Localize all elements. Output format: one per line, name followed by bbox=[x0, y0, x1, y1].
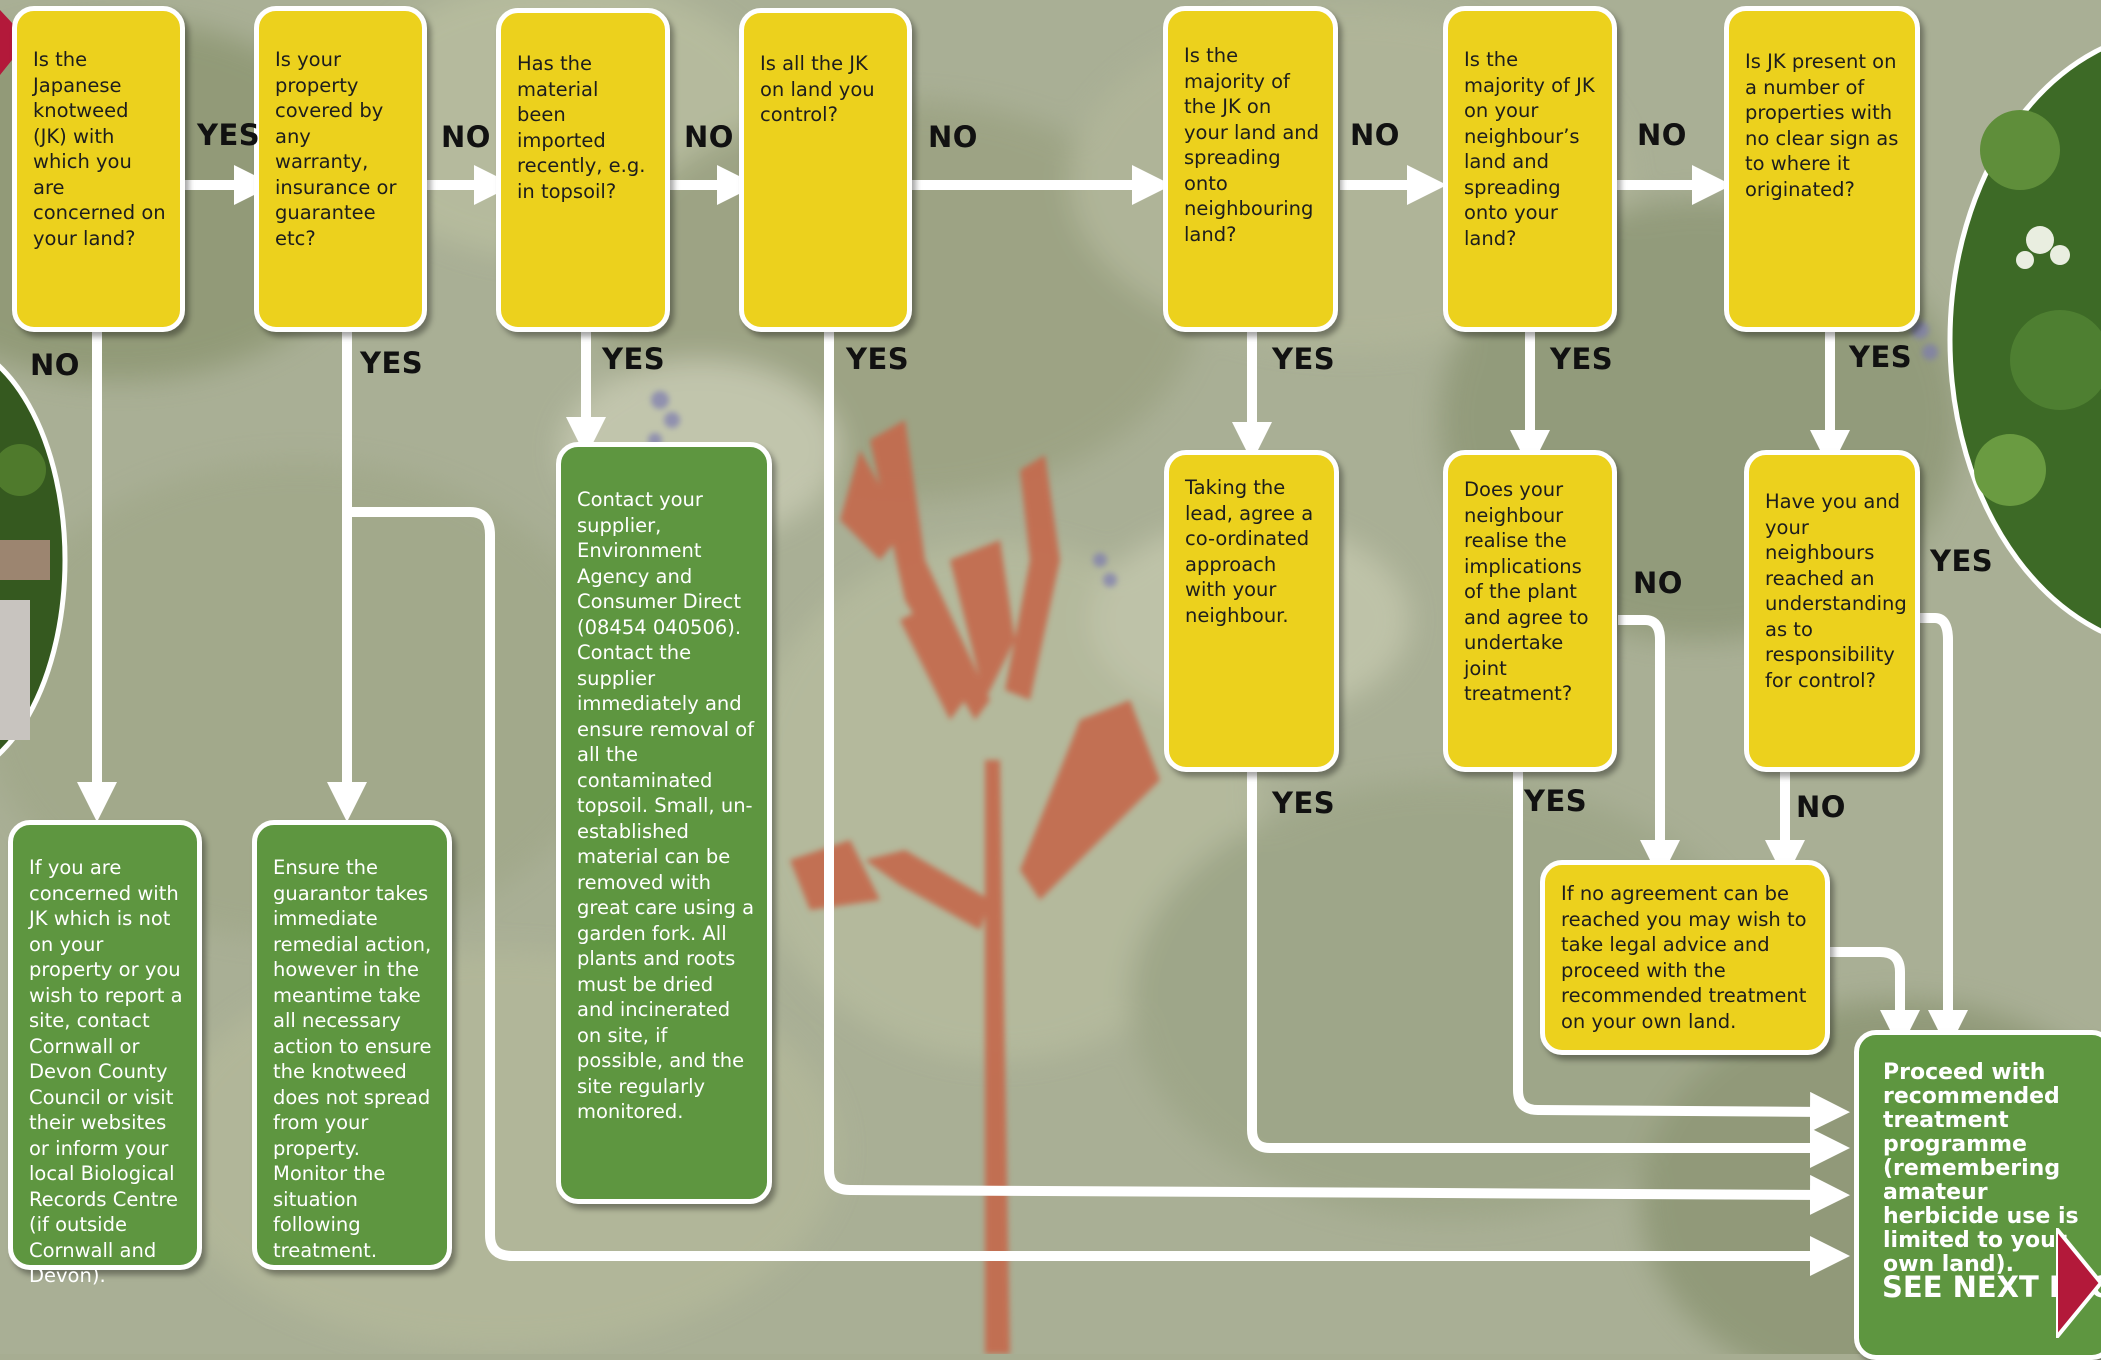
action-legal-advice: If no agreement can be reached you may w… bbox=[1540, 860, 1830, 1055]
action-guarantor-remedial: Ensure the guarantor takes immediate rem… bbox=[252, 820, 452, 1270]
question-text: Is all the JK on land you control? bbox=[760, 52, 875, 126]
action-text: If you are concerned with JK which is no… bbox=[29, 856, 183, 1287]
question-text: Does your neighbour realise the implicat… bbox=[1464, 478, 1589, 705]
label-no-q6: NO bbox=[1637, 118, 1687, 152]
question-text: Have you and your neighbours reached an … bbox=[1765, 490, 1907, 692]
question-understanding-responsibility: Have you and your neighbours reached an … bbox=[1744, 450, 1920, 772]
action-text: If no agreement can be reached you may w… bbox=[1561, 882, 1807, 1033]
label-yes-q3: YES bbox=[602, 342, 666, 376]
label-yes-q10: YES bbox=[1930, 544, 1994, 578]
question-text: Is the Japanese knotweed (JK) with which… bbox=[33, 48, 166, 250]
label-yes-q7: YES bbox=[1849, 340, 1913, 374]
next-page-arrow-icon[interactable] bbox=[2056, 1228, 2101, 1338]
question-text: Is the majority of the JK on your land a… bbox=[1184, 44, 1320, 246]
label-yes-q5: YES bbox=[1272, 342, 1336, 376]
label-no-q1: NO bbox=[30, 348, 80, 382]
left-photo-inset bbox=[0, 363, 68, 757]
action-text: Contact your supplier, Environment Agenc… bbox=[577, 488, 755, 1123]
label-no-q4: NO bbox=[928, 120, 978, 154]
right-photo-inset bbox=[1947, 46, 2101, 634]
action-text: Ensure the guarantor takes immediate rem… bbox=[273, 856, 432, 1262]
label-yes-q8: YES bbox=[1272, 786, 1336, 820]
question-text: Is your property covered by any warranty… bbox=[275, 48, 397, 250]
label-yes-q9: YES bbox=[1524, 784, 1588, 818]
question-text: Has the material been imported recently,… bbox=[517, 52, 646, 203]
label-no-q10: NO bbox=[1796, 790, 1846, 824]
action-report-site: If you are concerned with JK which is no… bbox=[8, 820, 202, 1287]
label-no-q5: NO bbox=[1350, 118, 1400, 152]
label-yes-q2: YES bbox=[360, 346, 424, 380]
question-majority-on-neighbours-land: Is the majority of JK on your neighbour’… bbox=[1443, 6, 1617, 332]
question-text: Is the majority of JK on your neighbour’… bbox=[1464, 48, 1595, 250]
label-no-q3: NO bbox=[684, 120, 734, 154]
action-text: Proceed with recommended treatment progr… bbox=[1883, 1060, 2079, 1277]
label-no-q2: NO bbox=[441, 120, 491, 154]
label-yes-q1: YES bbox=[197, 118, 261, 152]
question-neighbour-agree-joint-treatment: Does your neighbour realise the implicat… bbox=[1443, 450, 1617, 772]
action-contact-supplier: Contact your supplier, Environment Agenc… bbox=[556, 442, 772, 1204]
action-text: Taking the lead, agree a co-ordinated ap… bbox=[1185, 476, 1314, 627]
question-text: Is JK present on a number of properties … bbox=[1745, 50, 1899, 201]
question-all-jk-your-control: Is all the JK on land you control? bbox=[739, 8, 912, 332]
question-imported-material: Has the material been imported recently,… bbox=[496, 8, 670, 332]
action-coordinate-with-neighbour: Taking the lead, agree a co-ordinated ap… bbox=[1164, 450, 1339, 772]
question-majority-on-your-land: Is the majority of the JK on your land a… bbox=[1163, 6, 1338, 332]
label-yes-q6: YES bbox=[1550, 342, 1614, 376]
question-jk-multiple-properties: Is JK present on a number of properties … bbox=[1724, 6, 1920, 332]
label-no-q9: NO bbox=[1633, 566, 1683, 600]
question-warranty: Is your property covered by any warranty… bbox=[254, 6, 427, 332]
question-jk-on-your-land: Is the Japanese knotweed (JK) with which… bbox=[12, 6, 185, 332]
label-yes-q4: YES bbox=[846, 342, 910, 376]
